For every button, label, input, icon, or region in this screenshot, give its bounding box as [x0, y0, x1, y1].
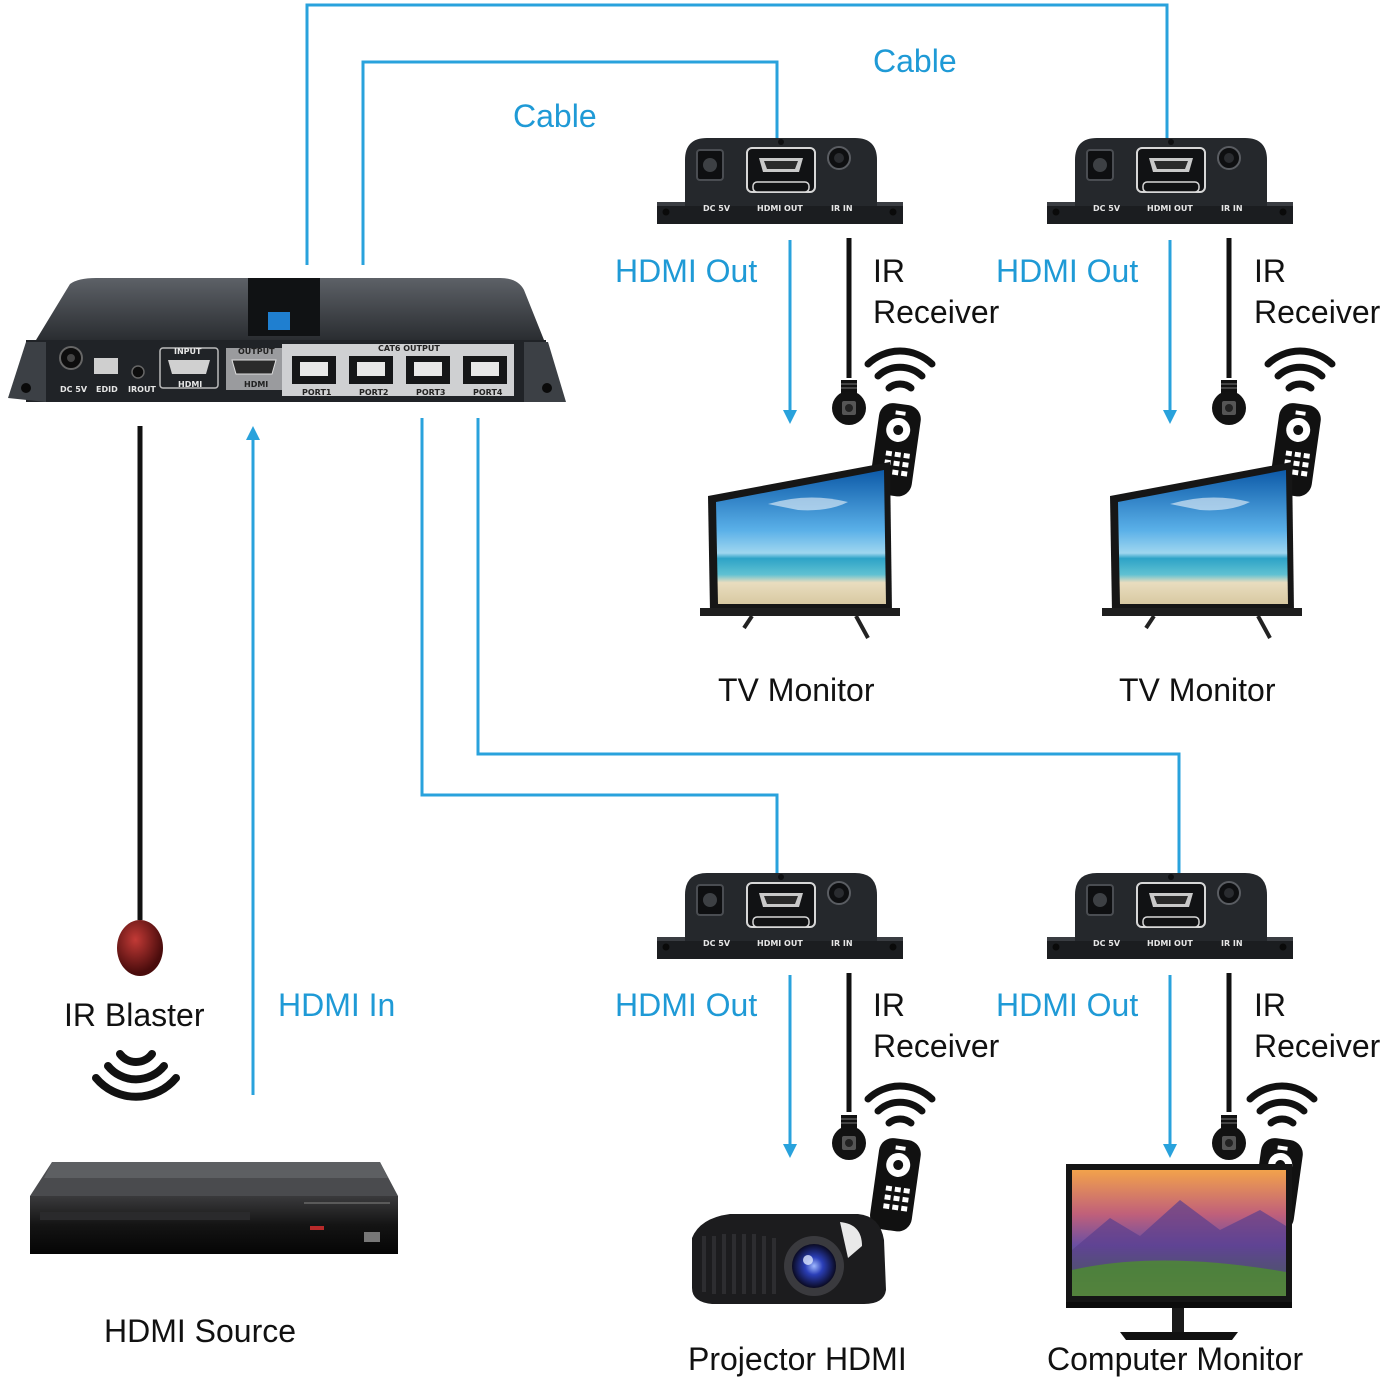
hdmi-out-arrow-2: [1163, 240, 1177, 424]
receiver-2-dc-label: DC 5V: [1093, 204, 1121, 213]
cable-label-top: Cable: [873, 43, 957, 79]
ir-label-3: IR: [873, 987, 905, 1023]
splitter-input-label: INPUT: [174, 347, 202, 356]
splitter-edid-label: EDID: [96, 385, 118, 394]
receiver-label-1: Receiver: [873, 294, 1000, 330]
splitter-output-hdmi-label: HDMI: [244, 380, 268, 389]
tv-monitor-2-image: [1100, 460, 1304, 640]
receiver-1-dc-label: DC 5V: [703, 204, 731, 213]
splitter-port-2-label: PORT2: [359, 388, 389, 397]
hdmi-out-label-2: HDMI Out: [996, 253, 1138, 289]
hdmi-receiver-2: DC 5V HDMI OUT IR IN: [1046, 137, 1294, 225]
hdmi-out-label-3: HDMI Out: [615, 987, 757, 1023]
projector-label: Projector HDMI: [688, 1341, 907, 1377]
receiver-1-irin-label: IR IN: [831, 204, 853, 213]
cable-route-2: [361, 60, 779, 265]
receiver-label-3: Receiver: [873, 1028, 1000, 1064]
cable-route-1: [305, 3, 1169, 265]
ir-receiver-eye-3: [831, 1114, 867, 1161]
cable-route-3: [420, 418, 779, 878]
computer-monitor-image: [1066, 1164, 1292, 1340]
receiver-4-dc-label: DC 5V: [1093, 939, 1121, 948]
ir-receiver-eye-4: [1211, 1114, 1247, 1161]
hdmi-receiver-3: DC 5V HDMI OUT IR IN: [656, 872, 904, 960]
receiver-3-dc-label: DC 5V: [703, 939, 731, 948]
hdmi-receiver-1: DC 5V HDMI OUT IR IN: [656, 137, 904, 225]
splitter-port-4-label: PORT4: [473, 388, 503, 397]
remote-icon-3: [868, 1086, 932, 1233]
cable-label-second: Cable: [513, 98, 597, 134]
tv-monitor-label-1: TV Monitor: [718, 672, 875, 708]
splitter-port-1-label: PORT1: [302, 388, 332, 397]
hdmi-source-label: HDMI Source: [104, 1313, 296, 1349]
hdmi-splitter: DC 5V EDID IROUT INPUT HDMI OUTPUT HDMI …: [8, 278, 566, 402]
hdmi-source-player-image: [30, 1162, 398, 1254]
hdmi-in-label: HDMI In: [278, 987, 395, 1023]
receiver-2-hdmi-label: HDMI OUT: [1147, 204, 1193, 213]
cable-route-4: [476, 418, 1181, 878]
hdmi-out-arrow-4: [1163, 975, 1177, 1158]
ir-label-2: IR: [1254, 253, 1286, 289]
splitter-irout-label: IROUT: [128, 385, 156, 394]
hdmi-out-arrow-3: [783, 975, 797, 1158]
projector-image: [692, 1214, 886, 1304]
receiver-label-2: Receiver: [1254, 294, 1381, 330]
receiver-3-irin-label: IR IN: [831, 939, 853, 948]
splitter-port-3-label: PORT3: [416, 388, 446, 397]
ir-label-4: IR: [1254, 987, 1286, 1023]
splitter-dc-label: DC 5V: [60, 385, 88, 394]
ir-blaster-image: [117, 920, 163, 976]
receiver-1-hdmi-label: HDMI OUT: [757, 204, 803, 213]
receiver-4-irin-label: IR IN: [1221, 939, 1243, 948]
ir-signal-icon: [92, 1050, 180, 1101]
splitter-input-hdmi-label: HDMI: [178, 380, 202, 389]
hdmi-out-label-4: HDMI Out: [996, 987, 1138, 1023]
receiver-2-irin-label: IR IN: [1221, 204, 1243, 213]
rj45-ports: [292, 356, 507, 384]
receiver-4-hdmi-label: HDMI OUT: [1147, 939, 1193, 948]
computer-monitor-label: Computer Monitor: [1047, 1341, 1303, 1377]
splitter-output-label: OUTPUT: [238, 347, 275, 356]
ir-label-1: IR: [873, 253, 905, 289]
receiver-label-4: Receiver: [1254, 1028, 1381, 1064]
receiver-3-hdmi-label: HDMI OUT: [757, 939, 803, 948]
hdmi-in-arrow: [246, 426, 260, 1095]
splitter-cat6-label: CAT6 OUTPUT: [378, 344, 440, 353]
hdmi-out-label-1: HDMI Out: [615, 253, 757, 289]
hdmi-out-arrow-1: [783, 240, 797, 424]
ir-blaster-label: IR Blaster: [64, 997, 205, 1033]
tv-monitor-1-image: [698, 460, 902, 640]
ir-receiver-eye-1: [831, 379, 867, 426]
hdmi-receiver-4: DC 5V HDMI OUT IR IN: [1046, 872, 1294, 960]
ir-receiver-eye-2: [1211, 379, 1247, 426]
tv-monitor-label-2: TV Monitor: [1119, 672, 1276, 708]
